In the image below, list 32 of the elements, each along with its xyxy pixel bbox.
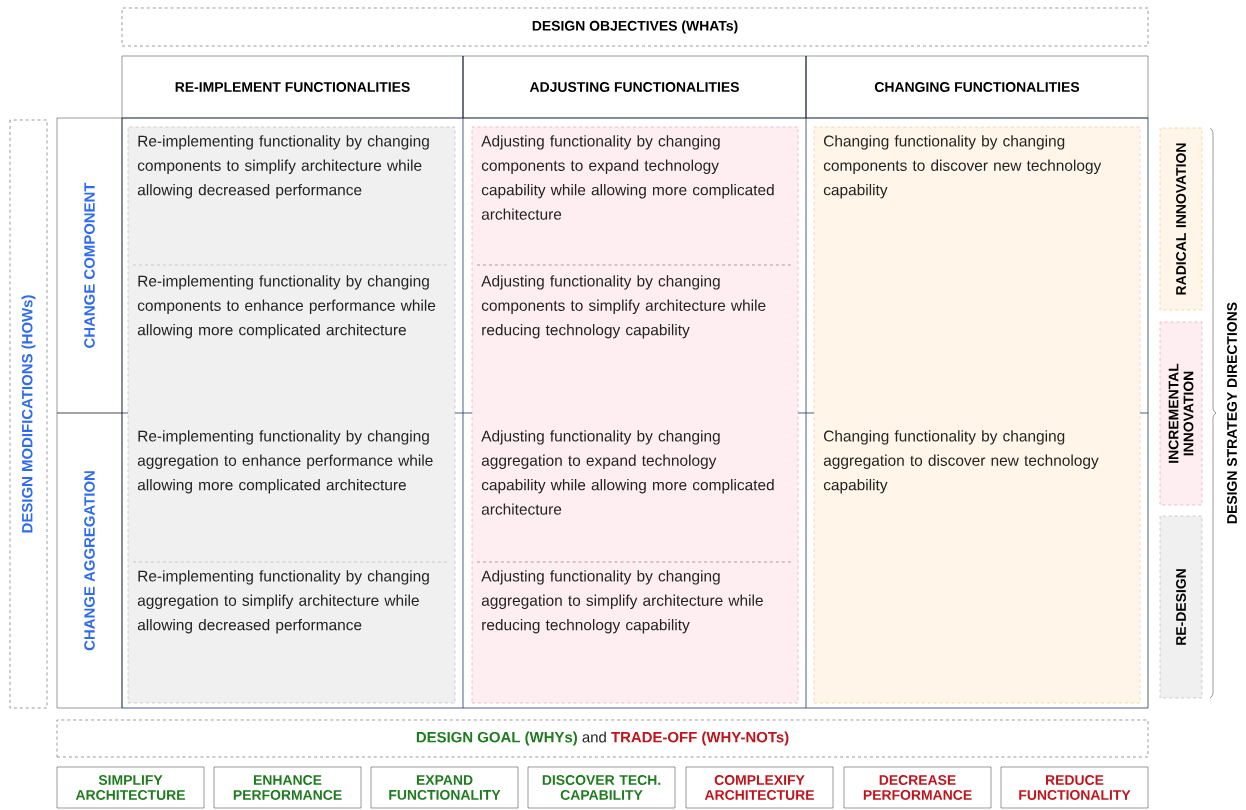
column-header: RE-IMPLEMENT FUNCTIONALITIES — [121, 55, 464, 119]
column-panel — [471, 126, 799, 704]
header-box: DESIGN OBJECTIVES (WHATs) — [121, 7, 1149, 47]
cell-text: Re-implementing functionality by changing components to simplify architecture while allowing decreased performance — [137, 135, 429, 199]
goal-item-box: DECREASE PERFORMANCE — [843, 766, 992, 809]
goal-item-box: SIMPLIFY ARCHITECTURE — [56, 766, 205, 809]
goal-item-box: ENHANCE PERFORMANCE — [213, 766, 362, 809]
column-panel — [127, 126, 456, 704]
cell-text: Adjusting functionality by changing aggregation to simplify architecture while reducing technology capability — [481, 570, 763, 634]
cell-text: Changing functionality by changing components to discover new technology capability — [823, 135, 1102, 199]
goal-item-box: EXPAND FUNCTIONALITY — [370, 766, 519, 809]
side-header-box: DESIGN MODIFICATIONS (HOWs) — [9, 119, 48, 709]
goal-item-box: COMPLEXIFY ARCHITECTURE — [685, 766, 834, 809]
cell-text: Changing functionality by changing aggregation to discover new technology capability — [823, 430, 1099, 494]
goal-box: DESIGN GOAL (WHYs) and TRADE-OFF (WHY-NOTs) — [56, 719, 1149, 758]
strategy-box: RE-DESIGN — [1159, 515, 1203, 699]
cell-text: Adjusting functionality by changing components to expand technology capability while allowing more complicated architecture — [481, 135, 774, 220]
column-panel — [813, 126, 1141, 704]
cell-text: Re-implementing functionality by changing components to enhance performance while allowing more complicated architecture — [137, 275, 436, 339]
cell-text: Adjusting functionality by changing components to simplify architecture while reducing technology capability — [481, 275, 766, 339]
goal-item-box: DISCOVER TECH. CAPABILITY — [527, 766, 676, 809]
cell-text: Re-implementing functionality by changing aggregation to simplify architecture while allowing decreased performance — [137, 570, 429, 634]
goal-item-box: REDUCE FUNCTIONALITY — [1000, 766, 1149, 809]
strategy-box: INCREMENTAL INNOVATION — [1159, 321, 1203, 506]
column-header: ADJUSTING FUNCTIONALITIES — [462, 55, 807, 119]
axis-label: DESIGN STRATEGY DIRECTIONS — [1227, 302, 1237, 524]
column-header: CHANGING FUNCTIONALITIES — [805, 55, 1149, 119]
cell-text: Re-implementing functionality by changing aggregation to enhance performance while allowing more complicated architecture — [137, 430, 433, 494]
row-header: CHANGE COMPONENT — [56, 117, 123, 414]
cell-text: Adjusting functionality by changing aggregation to expand technology capability while allowing more complicated architecture — [481, 430, 774, 515]
row-header: CHANGE AGGREGATION — [56, 412, 123, 709]
strategy-box: RADICAL INNOVATION — [1159, 127, 1203, 311]
